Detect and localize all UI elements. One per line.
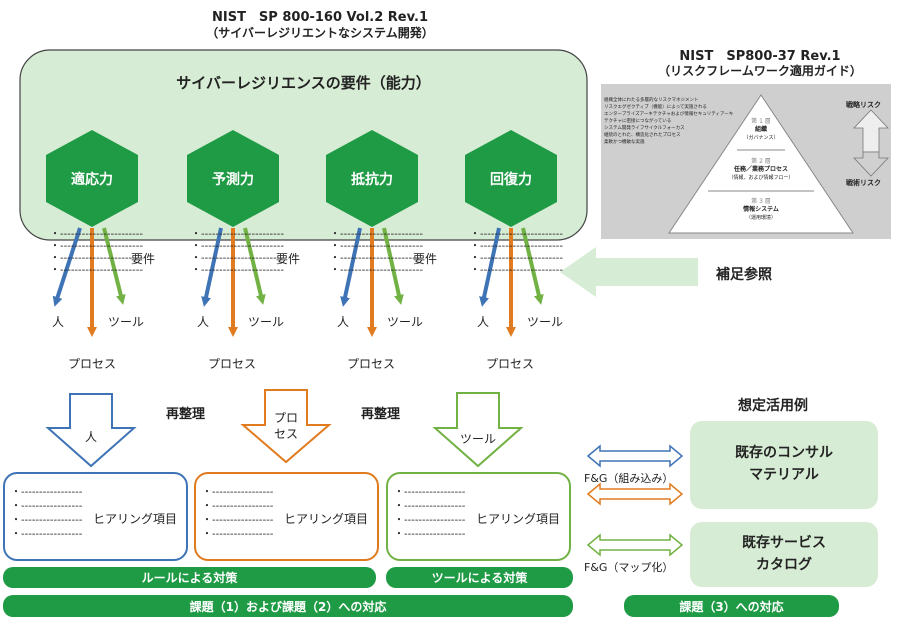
arrows-group-4 [479,227,544,337]
hexagon-resistance [326,130,418,227]
usage-title: 想定活用例 [738,398,808,414]
tool-label: ツール [387,315,424,329]
arrows-group-3 [340,227,404,337]
risk-double-arrow [853,109,889,177]
tool-label: ツール [527,315,564,329]
reorg-arrow-person-label: 人 [84,430,97,444]
hearing-line: ・----------------- [11,501,83,512]
pyramid-tier1: 第 1 層 組織 （ガバナンス） [743,118,779,141]
process-label: プロセス [68,357,117,371]
hearing-line: ・----------------- [394,487,466,498]
subtitle-sp800-37: （リスクフレームワーク適用ガイド） [658,64,862,78]
capability-title: サイバーレジリエンスの要件（能力） [176,74,431,92]
subtitle-sp800-160: （サイバーレジリエントなシステム開発） [206,26,434,40]
supplement-label: 補足参照 [716,267,772,283]
pyramid-tier3: 第 3 層 情報システム （運用環境） [743,198,779,221]
capability-box-bg [19,49,588,241]
person-label: 人 [337,315,350,329]
person-label: 人 [52,315,65,329]
service-catalog-box: 既存サービス カタログ [690,522,878,587]
requirement-label: 要件 [276,252,301,266]
hearing-line: ・----------------- [394,501,466,512]
req-line: ・----------------------- [50,229,143,240]
hearing-line: ・----------------- [394,515,466,526]
req-line: ・----------------------- [470,229,563,240]
person-label: 人 [477,315,490,329]
reorg-arrow-tool-label: ツール [459,432,496,446]
arrows-group-1 [52,227,126,337]
hearing-box-tool: ・----------------- ・----------------- ・-… [386,472,571,561]
hexagon-prediction [187,130,279,227]
reorg-arrow-process [240,389,332,464]
tool-label: ツール [108,315,145,329]
title-sp800-160: NIST SP 800-160 Vol.2 Rev.1 [211,10,429,25]
requirement-label: 要件 [131,252,156,266]
req-line: ・----------------------- [50,241,143,252]
hexagon-recovery [465,130,557,227]
capability-prediction: 予測力 [212,172,254,188]
reorg-label: 再整理 [361,407,401,422]
req-line: ・----------------------- [50,265,143,276]
person-label: 人 [197,315,210,329]
req-line: ・----------------------- [330,265,423,276]
capability-recovery: 回復力 [490,172,532,188]
consulting-material-box: 既存のコンサル マテリアル [690,421,878,509]
hearing-item-label: ヒアリング項目 [476,512,561,526]
process-label: プロセス [208,357,257,371]
hearing-box-person: ・----------------- ・----------------- ・-… [3,472,188,561]
req-line: ・----------------------- [191,265,284,276]
issue-3-bar: 課題（3）への対応 [624,595,839,617]
req-line: ・----------------------- [191,229,284,240]
reorg-arrow-tool [432,392,524,468]
process-label: プロセス [347,357,396,371]
hearing-line: ・----------------- [11,515,83,526]
tool-countermeasure-bar: ツールによる対策 [386,567,573,588]
hearing-line: ・----------------- [11,529,83,540]
req-line: ・----------------------- [330,253,423,264]
reorg-label: 再整理 [166,407,206,422]
requirement-label: 要件 [413,252,438,266]
rule-countermeasure-bar: ルールによる対策 [3,567,376,588]
issue-1-2-bar: 課題（1）および課題（2）への対応 [3,595,573,617]
fg-embed-arrows [586,444,684,506]
reorg-arrow-person [45,393,137,468]
strategic-risk-label: 戦略リスク [846,101,881,109]
fg-embed-label: F&G（組み込み） [584,472,674,485]
hearing-item-label: ヒアリング項目 [284,512,369,526]
hearing-line: ・----------------- [202,515,274,526]
arrows-group-2 [201,227,266,337]
capability-adaptability: 適応力 [71,172,113,188]
req-line: ・----------------------- [470,241,563,252]
pyramid-tier2: 第 2 層 任務／業務プロセス （情報、および情報フロー） [728,158,794,181]
fg-map-label: F&G（マップ化） [584,561,674,574]
hexagon-adaptability [46,130,138,227]
pyramid-shape [668,94,854,234]
pyramid-bullets: 組織全体にわたる多層的なリスクマネジメント リスクエグゼクティブ（機能）によって… [604,98,734,145]
req-line: ・----------------------- [330,241,423,252]
hearing-line: ・----------------- [202,487,274,498]
capability-resistance: 抵抗力 [351,172,393,188]
fg-map-arrows [586,533,684,557]
hearing-line: ・----------------- [202,501,274,512]
title-sp800-37: NIST SP800-37 Rev.1 [679,49,841,64]
tool-label: ツール [248,315,285,329]
req-line: ・----------------------- [191,253,284,264]
process-label: プロセス [486,357,535,371]
hearing-line: ・----------------- [202,529,274,540]
hearing-line: ・----------------- [11,487,83,498]
req-line: ・----------------------- [50,253,143,264]
req-line: ・----------------------- [470,253,563,264]
hearing-line: ・----------------- [394,529,466,540]
hearing-item-label: ヒアリング項目 [93,512,178,526]
req-line: ・----------------------- [330,229,423,240]
supplement-arrow [560,247,698,297]
hearing-box-process: ・----------------- ・----------------- ・-… [194,472,379,561]
tactical-risk-label: 戦術リスク [846,179,881,187]
req-line: ・----------------------- [470,265,563,276]
req-line: ・----------------------- [191,241,284,252]
reorg-arrow-process-label: プロ セス [273,411,298,441]
